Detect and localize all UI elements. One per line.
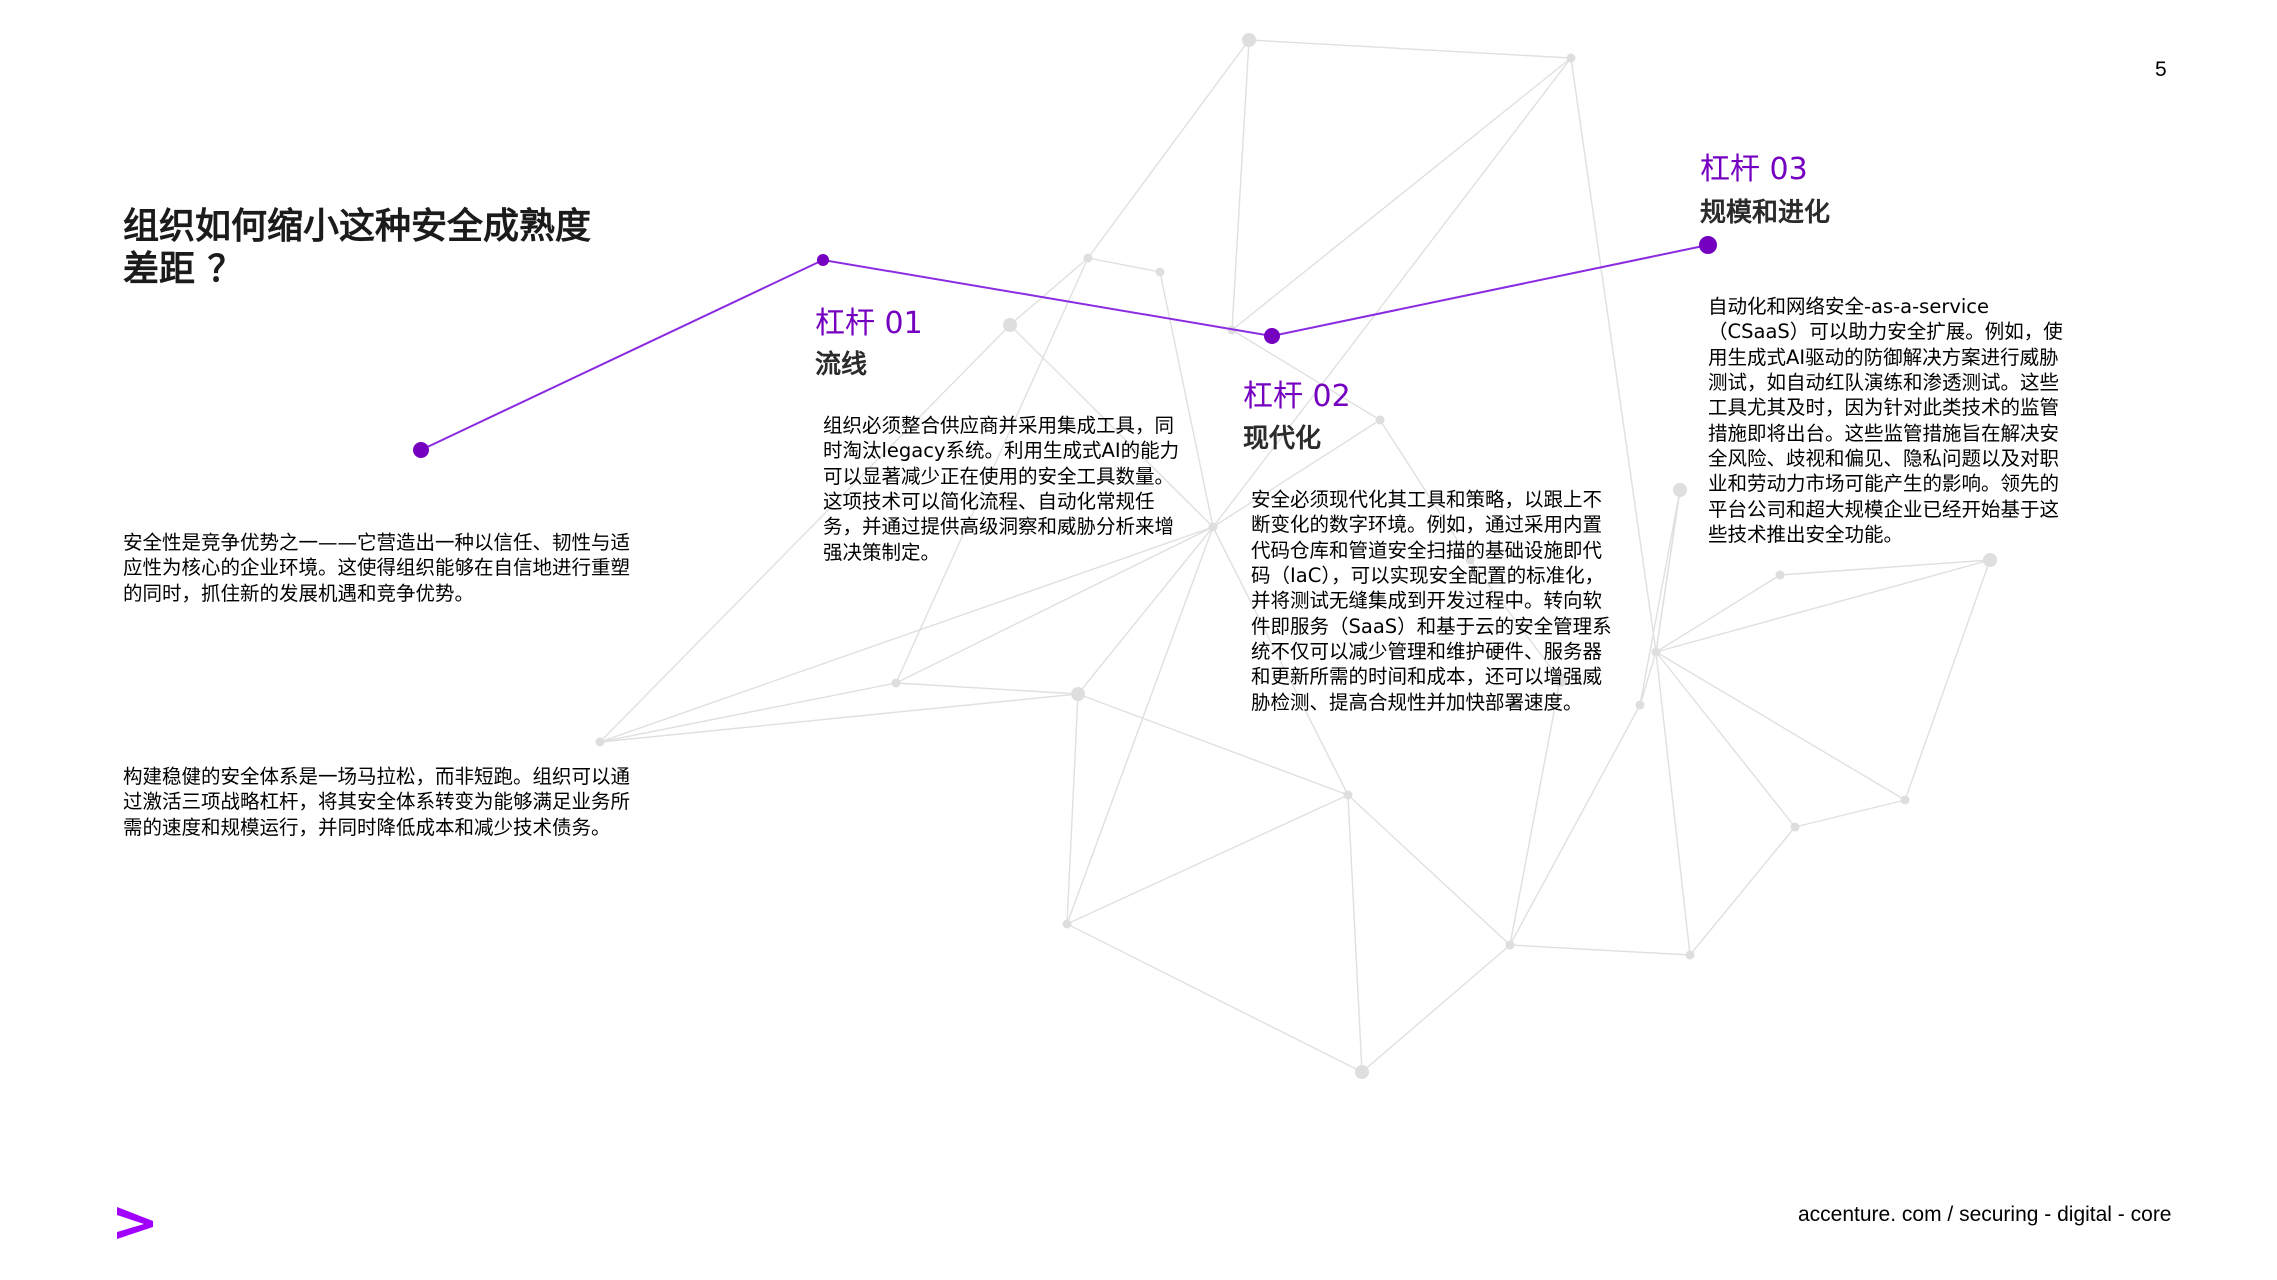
- network-line: [1066, 526, 1214, 925]
- network-node: [1062, 919, 1072, 929]
- network-node: [1673, 483, 1687, 497]
- network-line: [1066, 794, 1349, 925]
- network-line: [1077, 526, 1214, 695]
- network-node: [1375, 415, 1385, 425]
- intro-paragraph-1: 安全性是竞争优势之一——它营造出一种以信任、韧性与适应性为核心的企业环境。这使得…: [123, 531, 631, 605]
- network-node: [1651, 647, 1661, 657]
- network-line: [1655, 651, 1691, 956]
- network-node: [1505, 940, 1515, 950]
- lever-02-title: 杠杆 02: [1243, 379, 1351, 414]
- network-line: [599, 526, 1214, 743]
- network-node: [891, 678, 901, 688]
- network-line: [1639, 489, 1681, 706]
- lever-path-nodes: [413, 236, 1717, 458]
- network-line: [1231, 57, 1572, 331]
- network-node: [1155, 267, 1165, 277]
- path-node-lever-01: [817, 254, 829, 266]
- network-node: [1900, 795, 1910, 805]
- network-line: [1347, 794, 1511, 946]
- footer-url: accenture. com / securing - digital - co…: [1798, 1203, 2172, 1226]
- network-line: [1779, 559, 1991, 576]
- lever-01-subtitle: 流线: [815, 350, 868, 380]
- network-lines: [599, 39, 1991, 1073]
- network-line: [895, 257, 1089, 684]
- network-line: [1009, 324, 1214, 528]
- network-line: [1361, 944, 1511, 1073]
- network-line: [1231, 39, 1250, 331]
- lever-03-body: 自动化和网络安全-as-a-service（CSaaS）可以助力安全扩展。例如，…: [1708, 295, 2063, 547]
- network-node: [1465, 555, 1475, 565]
- network-line: [1248, 39, 1572, 59]
- network-line: [1509, 944, 1691, 956]
- network-node: [1566, 53, 1576, 63]
- network-line: [1066, 923, 1363, 1073]
- network-line: [1212, 57, 1572, 528]
- page-title: 组织如何缩小这种安全成熟度差距 ？: [123, 206, 592, 291]
- network-line: [1655, 574, 1781, 653]
- network-node: [1685, 950, 1695, 960]
- network-line: [1231, 329, 1381, 421]
- network-line: [1689, 826, 1796, 956]
- page-number: 5: [2155, 58, 2167, 81]
- network-nodes: [595, 33, 1997, 1079]
- network-node: [1983, 553, 1997, 567]
- network-line: [1347, 794, 1363, 1073]
- network-line: [1077, 693, 1349, 796]
- network-node: [1790, 822, 1800, 832]
- accenture-chevron-icon: [117, 1207, 153, 1239]
- network-line: [1087, 39, 1250, 259]
- network-node: [1355, 1065, 1369, 1079]
- lever-03-subtitle: 规模和进化: [1700, 198, 1831, 228]
- network-line: [1570, 57, 1657, 653]
- network-node: [1343, 790, 1353, 800]
- path-node-lever-02: [1264, 328, 1280, 344]
- network-line: [1212, 419, 1381, 528]
- network-line: [1655, 651, 1906, 801]
- lever-01-title: 杠杆 01: [815, 306, 923, 341]
- intro-paragraph-2: 构建稳健的安全体系是一场马拉松，而非短跑。组织可以通过激活三项战略杠杆，将其安全…: [123, 765, 631, 839]
- network-line: [895, 526, 1214, 684]
- network-node: [595, 737, 605, 747]
- network-line: [1655, 651, 1796, 828]
- network-line: [1639, 651, 1657, 706]
- network-line: [599, 693, 1079, 743]
- network-node: [1553, 673, 1567, 687]
- network-line: [1066, 693, 1079, 925]
- network-node: [1635, 700, 1645, 710]
- network-line: [1509, 679, 1561, 946]
- lever-path: [420, 244, 1709, 451]
- lever-02-subtitle: 现代化: [1243, 424, 1322, 454]
- network-line: [1794, 799, 1906, 828]
- lever-01-body: 组织必须整合供应商并采用集成工具，同时淘汰legacy系统。利用生成式AI的能力…: [823, 414, 1180, 564]
- network-line: [1655, 489, 1681, 653]
- network-line: [599, 324, 1011, 743]
- path-node-start: [413, 442, 429, 458]
- network-line: [1379, 419, 1471, 561]
- lever-02-body: 安全必须现代化其工具和策略，以跟上不断变化的数字环境。例如，通过采用内置代码仓库…: [1251, 488, 1612, 714]
- lever-03-title: 杠杆 03: [1700, 152, 1808, 187]
- network-node: [1775, 570, 1785, 580]
- network-line: [1655, 559, 1991, 653]
- network-line: [1904, 559, 1991, 801]
- network-line: [599, 682, 897, 743]
- network-line: [895, 682, 1079, 695]
- network-node: [1071, 687, 1085, 701]
- network-line: [1469, 559, 1561, 681]
- network-line: [1509, 704, 1641, 946]
- network-node: [1208, 522, 1218, 532]
- network-line: [1159, 271, 1214, 528]
- network-node: [1003, 318, 1017, 332]
- network-node: [1083, 253, 1093, 263]
- network-line: [1212, 526, 1349, 796]
- network-node: [1242, 33, 1256, 47]
- path-node-lever-03: [1699, 236, 1717, 254]
- network-line: [1087, 257, 1161, 273]
- network-line: [1009, 257, 1089, 326]
